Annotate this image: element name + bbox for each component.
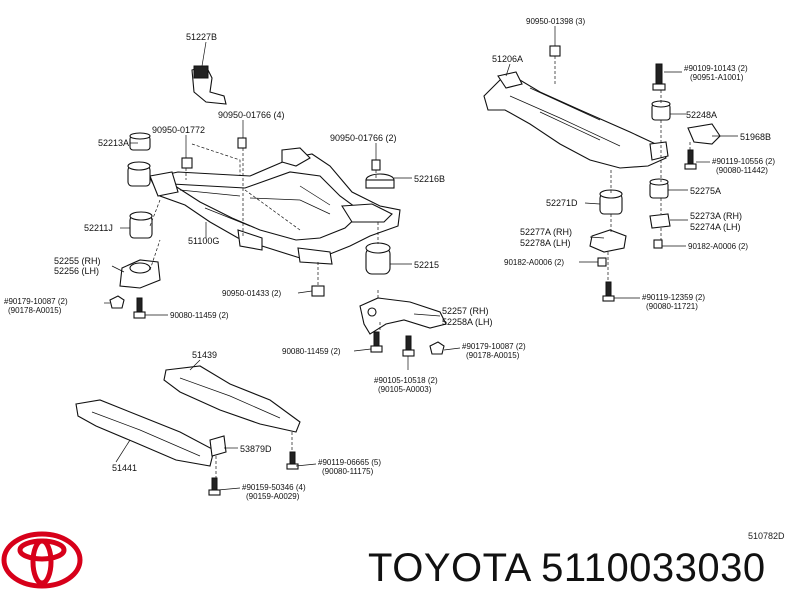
label-52216b: 52216B [414, 174, 445, 184]
label-51439: 51439 [192, 350, 217, 360]
label-51227b: 51227B [186, 32, 217, 42]
bolt-90080-11459-left [133, 297, 146, 319]
label-52271d: 52271D [546, 198, 578, 208]
label-52273a: 52273A (RH) [690, 211, 742, 221]
label-90080-11175: (90080-11175) [322, 467, 374, 476]
label-90119-10556: #90119-10556 (2) [712, 157, 775, 166]
label-90950-01772: 90950-01772 [152, 125, 205, 135]
label-90159-50346: #90159-50346 (4) [242, 483, 306, 492]
mount-52277a-52278a [589, 229, 627, 253]
label-51100g: 51100G [188, 236, 219, 246]
cover-51441 [75, 399, 215, 467]
part-labels: 51227B 90950-01772 90950-01766 (4) 52213… [4, 17, 775, 501]
mount-upper-left [127, 161, 151, 187]
bracket-51227b [191, 65, 227, 105]
label-90179-center: #90179-10087 (2) [462, 342, 526, 351]
label-90951-a1001: (90951-A1001) [690, 73, 744, 82]
bolt-90119-10556 [684, 149, 697, 170]
nut-90950-01433 [311, 285, 325, 297]
nut-90950-01766-2 [371, 159, 381, 171]
label-51968b: 51968B [740, 132, 771, 142]
bracket-51968b [687, 123, 721, 145]
bolt-90119-06665 [286, 451, 299, 470]
label-90950-01766-4: 90950-01766 (4) [218, 110, 285, 120]
nut-90950-01398 [549, 45, 561, 57]
mount-52273a-52274a [649, 213, 671, 229]
clip-53879d [209, 435, 227, 457]
label-90950-01433: 90950-01433 (2) [222, 289, 281, 298]
bolt-90080-11459-center [370, 331, 383, 353]
label-52258a: 52258A (LH) [442, 317, 493, 327]
leader-lines [104, 26, 738, 491]
label-52275a: 52275A [690, 186, 721, 196]
stopper-52257-52258a [359, 297, 447, 335]
mount-52213a [129, 132, 151, 151]
label-90182-right: 90182-A0006 (2) [688, 242, 748, 251]
label-52255: 52255 (RH) [54, 256, 101, 266]
label-52248a: 52248A [686, 110, 717, 120]
bolt-90119-12359 [602, 281, 615, 302]
label-52277a: 52277A (RH) [520, 227, 572, 237]
mount-52275a [649, 178, 669, 199]
cover-51439 [163, 365, 301, 433]
label-90105-a0003: (90105-A0003) [378, 385, 432, 394]
label-90950-01398: 90950-01398 (3) [526, 17, 585, 26]
part-number-caption: TOYOTA 5110033030 [368, 546, 766, 590]
label-90159-a0029: (90159-A0029) [246, 492, 300, 501]
bolt-90159-50346 [208, 477, 221, 496]
mount-52255-52256 [119, 259, 161, 289]
label-90119-12359: #90119-12359 (2) [642, 293, 705, 302]
mount-52271d [599, 189, 623, 215]
label-90080-11459-left: 90080-11459 (2) [170, 311, 229, 320]
bolt-90105-10518 [402, 335, 415, 357]
label-90179-left: #90179-10087 (2) [4, 297, 68, 306]
label-51441: 51441 [112, 463, 137, 473]
label-90178-center: (90178-A0015) [466, 351, 520, 360]
nut-90950-01766-4 [237, 137, 247, 149]
nut-90950-01772 [181, 157, 193, 169]
label-90182-left: 90182-A0006 (2) [504, 258, 564, 267]
label-90080-11721: (90080-11721) [646, 302, 698, 311]
label-52278a: 52278A (LH) [520, 238, 571, 248]
diagram-code: 510782D [748, 531, 785, 541]
nut-90182-right [653, 239, 663, 249]
nut-90182-left [597, 257, 607, 267]
label-90109-10143: #90109-10143 (2) [684, 64, 748, 73]
label-90105-10518: #90105-10518 (2) [374, 376, 438, 385]
label-52215: 52215 [414, 260, 439, 270]
label-90080-11442: (90080-11442) [716, 166, 768, 175]
label-52211j: 52211J [84, 223, 113, 233]
mount-52211j [129, 211, 153, 239]
mount-52215 [365, 242, 391, 275]
label-52213a: 52213A [98, 138, 129, 148]
bolt-90109-10143 [652, 63, 666, 91]
label-51206a: 51206A [492, 54, 523, 64]
nut-90179-center [429, 341, 445, 355]
rear-crossmember-51206a [483, 71, 669, 169]
label-90119-06665: #90119-06665 (5) [318, 458, 381, 467]
label-90950-01766-2: 90950-01766 (2) [330, 133, 397, 143]
toyota-logo-icon [1, 531, 83, 589]
nut-90179-left [109, 295, 125, 309]
assembly-dashed-lines [149, 56, 691, 478]
label-52256: 52256 (LH) [54, 266, 99, 276]
label-52257: 52257 (RH) [442, 306, 489, 316]
label-90080-11459-center: 90080-11459 (2) [282, 347, 341, 356]
mount-52216b [365, 173, 395, 189]
label-53879d: 53879D [240, 444, 272, 454]
label-90178-left: (90178-A0015) [8, 306, 62, 315]
label-52274a: 52274A (LH) [690, 222, 741, 232]
mount-52248a [651, 100, 671, 121]
